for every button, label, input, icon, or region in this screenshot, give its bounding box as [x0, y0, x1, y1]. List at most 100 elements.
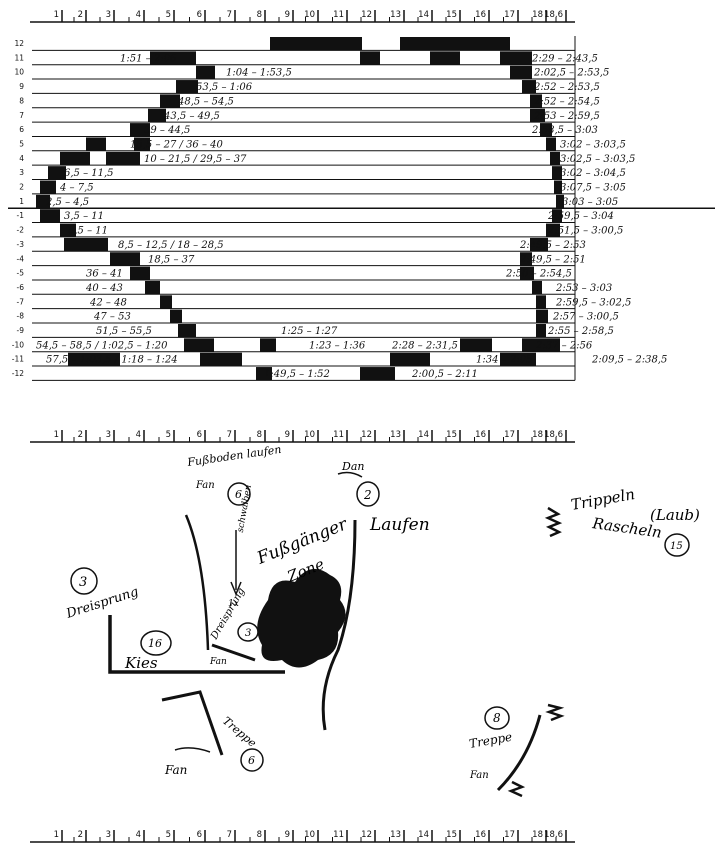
- activity-block: [536, 309, 548, 323]
- scribble-right-mid: [545, 703, 565, 722]
- activity-block: [510, 65, 532, 80]
- ruler-top-label: 8: [257, 10, 262, 20]
- ruler-mid-label: 4: [136, 430, 141, 440]
- time-segment-label: 2:49,5 – 2:53: [519, 240, 586, 251]
- ruler-mid-label: 14: [418, 430, 429, 440]
- ruler-bot-label: 1: [54, 830, 59, 840]
- activity-block: [552, 209, 562, 223]
- activity-block: [86, 137, 106, 151]
- label-treppe-left: Treppe: [220, 714, 259, 750]
- ruler-bot-label: 16: [475, 830, 486, 840]
- activity-block: [546, 137, 556, 151]
- ruler-mid-label: 2: [78, 430, 83, 440]
- time-segment-label: 1:04 – 1:53,5: [226, 68, 292, 79]
- time-segment-label: 2:58,5 – 3:03: [531, 125, 598, 136]
- activity-block: [134, 137, 150, 151]
- row-label: 6: [19, 125, 24, 134]
- scribble-right-low: [507, 780, 526, 798]
- row-label: 1: [19, 197, 24, 206]
- row-label: 3: [19, 168, 24, 177]
- time-segment-label: 2:51,5 – 3:00,5: [547, 226, 623, 237]
- activity-block: [160, 94, 180, 108]
- activity-block: [536, 324, 546, 338]
- ruler-bot-label: 14: [418, 830, 429, 840]
- ruler-top-label: 18: [532, 10, 543, 20]
- activity-block: [260, 338, 276, 352]
- time-segment-label: 42 – 48: [89, 297, 127, 308]
- circle-6-top: [227, 482, 251, 506]
- activity-block: [256, 367, 272, 381]
- activity-block: [176, 80, 198, 94]
- circle-2: [356, 481, 380, 507]
- activity-block: [40, 209, 60, 223]
- time-segment-label: 51,5 – 55,5: [96, 326, 152, 337]
- ruler-mid-label: 8: [257, 430, 262, 440]
- ruler-bot-label: 2: [78, 830, 83, 840]
- treppe-left-line: [161, 690, 224, 756]
- activity-block: [196, 65, 215, 80]
- ruler-top-label: 4: [136, 10, 141, 20]
- label-fan-left: Fan: [164, 763, 187, 777]
- row-label: 7: [19, 111, 24, 120]
- ruler-top-label: 2: [78, 10, 83, 20]
- ruler-mid-label: 18,6: [544, 430, 563, 440]
- activity-block: [536, 295, 546, 309]
- circle-6-bottom: [240, 748, 264, 772]
- activity-block: [48, 166, 66, 180]
- activity-block: [270, 37, 362, 51]
- time-segment-label: 2:52 – 2:54,5: [533, 96, 600, 107]
- ruler-bot-label: 9: [285, 830, 290, 840]
- treppe-right-line: [496, 714, 542, 792]
- row-label: -6: [17, 283, 25, 292]
- time-row: 6 39 – 44,5 2:58,5 – 3:03: [19, 123, 598, 137]
- ruler-bot-label: 5: [166, 830, 171, 840]
- ruler-bot-label: 7: [227, 830, 232, 840]
- time-segment-label: 2:59,5 – 3:04: [547, 211, 614, 222]
- time-segment-label: 39 – 44,5: [144, 125, 190, 136]
- activity-block: [540, 123, 552, 137]
- fan-left-arrow: [174, 747, 211, 753]
- row-label: -11: [12, 355, 24, 364]
- activity-block: [550, 151, 560, 166]
- label-circle-3-small: 3: [245, 628, 251, 639]
- circle-3: [70, 567, 98, 595]
- row-label: -2: [17, 226, 25, 235]
- kies-area-outline: [108, 615, 285, 674]
- ruler-top-label: 12: [361, 10, 372, 20]
- label-circle-15: 15: [670, 541, 683, 552]
- row-label: -12: [12, 369, 24, 378]
- time-segment-label: 8,5 – 12,5 / 18 – 28,5: [118, 240, 224, 251]
- row-label: 4: [19, 154, 24, 163]
- time-segment-label: 2:09,5 – 2:38,5: [591, 355, 667, 366]
- time-segment-label: 2:28 – 2:31,5: [391, 340, 458, 351]
- time-segment-label: 1:25 – 1:27: [281, 326, 338, 337]
- ruler-top-label: 1: [54, 10, 59, 20]
- label-fussgaenger: Fußgänger: [253, 514, 350, 569]
- label-treppe-right: Treppe: [468, 730, 513, 751]
- row-label: 10: [14, 68, 24, 77]
- time-segment-label: 3:02 – 3:04,5: [560, 168, 626, 179]
- activity-block: [110, 252, 140, 266]
- ruler-mid-label: 5: [166, 430, 171, 440]
- activity-block: [530, 94, 542, 108]
- activity-block: [60, 223, 76, 237]
- activity-block: [530, 237, 548, 252]
- activity-block: [200, 352, 242, 367]
- activity-block: [184, 338, 214, 352]
- activity-block: [460, 338, 492, 352]
- time-segment-label: 1:49,5 – 1:52: [264, 369, 330, 380]
- label-trippeln: Trippeln: [570, 485, 637, 514]
- time-segment-label: 2:57 – 3:00,5: [552, 312, 619, 323]
- ruler-top-label: 10: [304, 10, 315, 20]
